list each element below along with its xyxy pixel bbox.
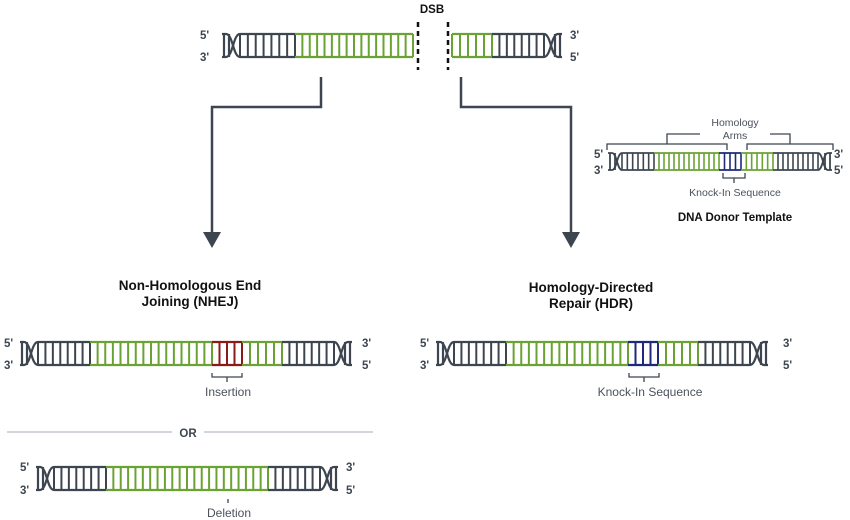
twisted-strand-end: [436, 340, 455, 367]
twisted-strand-end: [817, 152, 832, 171]
twisted-strand-end: [817, 152, 832, 171]
dna-fragment-left: [222, 32, 414, 59]
donor-template-title: DNA Donor Template: [678, 212, 792, 224]
strand-label-5prime: 5': [20, 462, 29, 474]
deletion-dna: [36, 465, 338, 492]
strand-label-3prime: 3': [362, 338, 371, 350]
knockin-sequence-label: Knock-In Sequence: [598, 385, 703, 399]
nhej-title: Joining (NHEJ): [142, 294, 239, 309]
twisted-strand-end: [333, 340, 352, 367]
strand-label-3prime: 3': [4, 360, 13, 372]
nhej-dna: [20, 340, 352, 367]
twisted-strand-end: [749, 340, 768, 367]
arrow-to-nhej: [203, 77, 323, 248]
twisted-strand-end: [436, 340, 455, 367]
twisted-strand-end: [608, 152, 623, 171]
deletion-outcome: Deletion 5' 3' 3' 5': [20, 462, 355, 520]
strand-label-5prime: 5': [834, 165, 843, 177]
knockin-sequence-label: Knock-In Sequence: [689, 187, 781, 199]
hdr-title: Repair (HDR): [549, 296, 633, 311]
deletion-label: Deletion: [207, 506, 251, 520]
strand-label-3prime: 3': [200, 52, 209, 64]
knockin-bracket: [722, 173, 746, 183]
knockin-bracket: [628, 373, 660, 382]
nhej-outcome: Non-Homologous End Joining (NHEJ) Insert…: [4, 278, 371, 399]
strand-label-3prime: 3': [834, 149, 843, 161]
strand-label-3prime: 3': [594, 165, 603, 177]
twisted-strand-end: [319, 465, 338, 492]
homology-arms-label: Homology: [711, 117, 759, 129]
dna-donor-template: Homology Arms Knock-In Sequence DNA Dono…: [594, 117, 843, 224]
twisted-strand-end: [222, 32, 241, 59]
strand-label-5prime: 5': [4, 338, 13, 350]
dsb-label: DSB: [420, 4, 444, 16]
strand-label-5prime: 5': [420, 338, 429, 350]
twisted-strand-end: [749, 340, 768, 367]
strand-label-3prime: 3': [570, 30, 579, 42]
strand-label-3prime: 3': [346, 462, 355, 474]
homology-arms-label: Arms: [723, 130, 748, 142]
insertion-bracket: [211, 373, 243, 382]
strand-label-5prime: 5': [362, 360, 371, 372]
donor-dna: [608, 152, 832, 171]
twisted-strand-end: [222, 32, 241, 59]
homology-arm-bracket-left: [606, 133, 728, 150]
twisted-strand-end: [20, 340, 39, 367]
nhej-title: Non-Homologous End: [119, 278, 261, 293]
hdr-dna: [436, 340, 768, 367]
strand-label-5prime: 5': [346, 485, 355, 497]
twisted-strand-end: [20, 340, 39, 367]
twisted-strand-end: [319, 465, 338, 492]
strand-label-5prime: 5': [200, 30, 209, 42]
twisted-strand-end: [36, 465, 55, 492]
twisted-strand-end: [36, 465, 55, 492]
strand-label-5prime: 5': [570, 52, 579, 64]
strand-label-3prime: 3': [783, 338, 792, 350]
arrow-to-hdr: [459, 77, 580, 248]
strand-label-3prime: 3': [420, 360, 429, 372]
twisted-strand-end: [543, 32, 562, 59]
twisted-strand-end: [608, 152, 623, 171]
or-label: OR: [179, 428, 197, 440]
twisted-strand-end: [333, 340, 352, 367]
hdr-outcome: Homology-Directed Repair (HDR) Knock-In …: [420, 280, 792, 399]
strand-label-5prime: 5': [594, 149, 603, 161]
insertion-label: Insertion: [205, 385, 251, 399]
strand-label-5prime: 5': [783, 360, 792, 372]
strand-label-3prime: 3': [20, 485, 29, 497]
broken-dna: DSB 5' 3' 3' 5': [200, 4, 579, 70]
hdr-title: Homology-Directed: [529, 280, 654, 295]
dna-fragment-right: [451, 32, 562, 59]
or-divider: OR: [7, 428, 373, 440]
homology-arm-bracket-right: [746, 133, 834, 150]
twisted-strand-end: [543, 32, 562, 59]
